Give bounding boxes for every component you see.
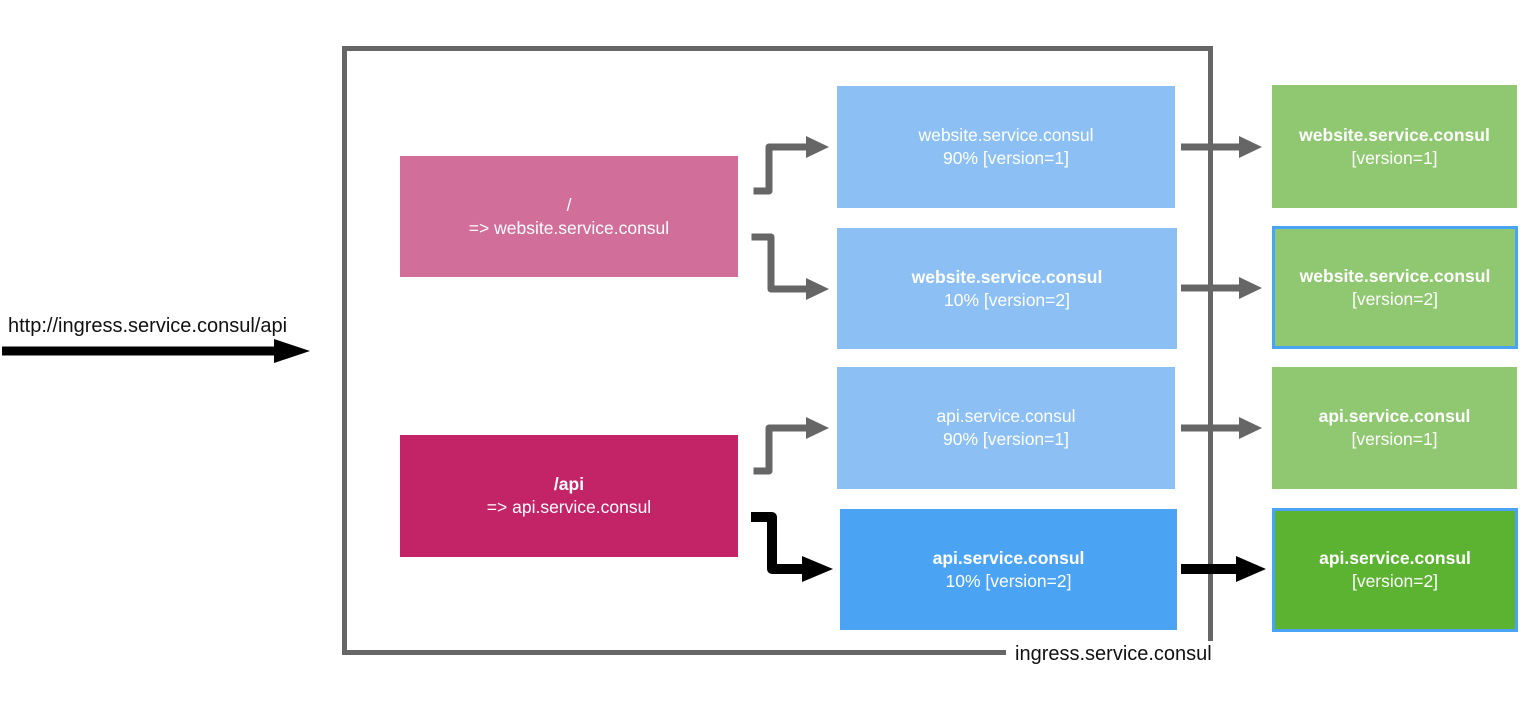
instance-service: api.service.consul [1319, 548, 1471, 568]
split-weight: 90% [version=1] [943, 429, 1069, 449]
request-url-label: http://ingress.service.consul/api [8, 315, 288, 337]
split-weight: 10% [version=2] [945, 570, 1072, 591]
ingress-gateway-label: ingress.service.consul [1006, 641, 1221, 668]
route-path: / [566, 194, 572, 215]
instance-version: [version=2] [1351, 288, 1439, 309]
instance-box-website-v1: website.service.consul [version=1] [1272, 85, 1517, 208]
instance-box-website-v2: website.service.consul [version=2] [1272, 226, 1518, 349]
route-target: => website.service.consul [468, 217, 670, 238]
instance-box-api-v2-highlighted: api.service.consul [version=2] [1272, 508, 1518, 632]
route-box-root: / => website.service.consul [400, 156, 738, 277]
request-arrow [2, 339, 310, 363]
split-box-api-v1: api.service.consul 90% [version=1] [837, 367, 1175, 489]
split-weight: 90% [version=1] [943, 148, 1069, 168]
split-service: api.service.consul [936, 406, 1076, 426]
instance-version: [version=1] [1351, 429, 1438, 449]
route-path: /api [553, 474, 585, 494]
instance-service: website.service.consul [1299, 265, 1491, 286]
ingress-gateway-frame [342, 46, 1213, 655]
split-box-api-v2-highlighted: api.service.consul 10% [version=2] [840, 509, 1177, 630]
instance-version: [version=1] [1351, 147, 1438, 168]
split-service: website.service.consul [918, 125, 1094, 145]
split-box-website-v2: website.service.consul 10% [version=2] [837, 228, 1177, 349]
instance-service: website.service.consul [1299, 124, 1490, 145]
split-service: api.service.consul [932, 547, 1085, 568]
route-box-api: /api => api.service.consul [400, 435, 738, 557]
split-box-website-v1: website.service.consul 90% [version=1] [837, 86, 1175, 208]
route-target: => api.service.consul [486, 497, 652, 517]
instance-service: api.service.consul [1318, 406, 1471, 426]
instance-version: [version=2] [1351, 571, 1439, 591]
split-service: website.service.consul [911, 266, 1103, 287]
instance-box-api-v1: api.service.consul [version=1] [1272, 367, 1517, 489]
split-weight: 10% [version=2] [944, 289, 1070, 310]
